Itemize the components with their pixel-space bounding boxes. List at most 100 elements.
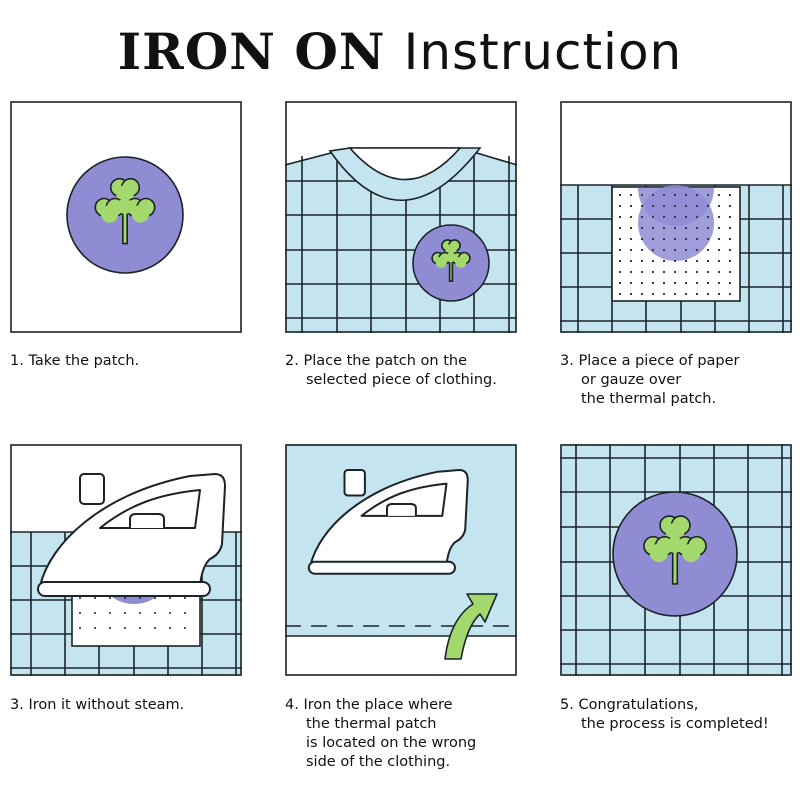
- paper-dot: [184, 627, 186, 629]
- paper-dot: [685, 249, 687, 251]
- paper-dot: [630, 216, 632, 218]
- paper-dot: [109, 612, 111, 614]
- leaf-fill: [116, 185, 134, 203]
- paper-dot: [619, 194, 621, 196]
- paper-dot: [94, 627, 96, 629]
- paper-dot: [685, 271, 687, 273]
- caption-line: 1. Take the patch.: [10, 353, 140, 369]
- step-1-illustration: [10, 101, 242, 333]
- paper-dot: [184, 597, 186, 599]
- paper-dot: [619, 282, 621, 284]
- paper-dot: [652, 194, 654, 196]
- leaf-fill: [435, 256, 447, 268]
- iron-soleplate: [37, 581, 211, 597]
- paper-dot: [94, 597, 96, 599]
- paper-dot: [707, 293, 709, 295]
- paper-dot: [154, 627, 156, 629]
- caption-line: or gauze over: [581, 372, 682, 388]
- paper-dot: [696, 227, 698, 229]
- paper-dot: [718, 205, 720, 207]
- panel-border: [560, 101, 792, 333]
- paper-dot: [696, 194, 698, 196]
- step-4-illustration: [10, 444, 242, 676]
- paper-dot: [718, 260, 720, 262]
- paper-dot: [674, 260, 676, 262]
- paper-dot: [674, 271, 676, 273]
- clover-center: [117, 198, 133, 214]
- paper-dot: [139, 612, 141, 614]
- paper-dot: [630, 249, 632, 251]
- paper-dot: [619, 238, 621, 240]
- paper-dot: [619, 227, 621, 229]
- paper-dot: [94, 612, 96, 614]
- paper-dot: [729, 216, 731, 218]
- paper-dot: [685, 194, 687, 196]
- paper-dot: [630, 282, 632, 284]
- paper-dot: [641, 194, 643, 196]
- paper-dot: [652, 293, 654, 295]
- step-6-caption: 5. Congratulations, the process is comple…: [560, 696, 769, 734]
- paper-dot: [707, 260, 709, 262]
- paper-dot: [641, 271, 643, 273]
- paper-dot: [663, 282, 665, 284]
- leaf-fill: [649, 543, 669, 563]
- paper-dot: [630, 260, 632, 262]
- caption-line: is located on the wrong: [306, 735, 477, 751]
- turn-over-arrow-icon: [444, 593, 498, 660]
- paper-dot: [641, 293, 643, 295]
- paper-dot: [124, 597, 126, 599]
- paper-dot: [652, 249, 654, 251]
- paper-dot: [630, 293, 632, 295]
- paper-dot: [663, 227, 665, 229]
- paper-dot: [707, 271, 709, 273]
- iron-handle-window: [99, 489, 201, 529]
- paper-dot: [685, 260, 687, 262]
- caption-line: the process is completed!: [581, 716, 769, 732]
- paper-dot: [685, 238, 687, 240]
- paper-dot: [729, 227, 731, 229]
- paper-dot: [652, 227, 654, 229]
- caption-line: the thermal patch: [306, 716, 437, 732]
- paper-dot: [139, 597, 141, 599]
- paper-dot: [696, 282, 698, 284]
- patch-under-paper: [638, 185, 714, 261]
- paper-dot: [729, 205, 731, 207]
- paper-dot: [718, 293, 720, 295]
- caption-line: 5. Congratulations,: [560, 697, 699, 713]
- paper-dot: [619, 216, 621, 218]
- iron-soleplate: [307, 560, 457, 575]
- paper-dot: [79, 612, 81, 614]
- leaf-fill: [100, 205, 119, 223]
- paper-dot: [630, 194, 632, 196]
- paper-dot: [674, 249, 676, 251]
- paper-dot: [124, 627, 126, 629]
- paper-dot: [718, 282, 720, 284]
- paper-dot: [652, 216, 654, 218]
- paper-dot: [718, 216, 720, 218]
- paper-dot: [707, 282, 709, 284]
- paper-dot: [169, 612, 171, 614]
- paper-dot: [674, 238, 676, 240]
- clover-icon: [643, 515, 707, 585]
- paper-dot: [79, 627, 81, 629]
- paper-dot: [154, 612, 156, 614]
- paper-dot: [718, 271, 720, 273]
- caption-line: 3. Iron it without steam.: [10, 697, 185, 713]
- leaf-fill: [665, 522, 685, 542]
- paper-dot: [696, 238, 698, 240]
- step-6-illustration: [560, 444, 792, 676]
- paper-dot: [707, 227, 709, 229]
- paper-dot: [641, 205, 643, 207]
- step-2-illustration: [285, 101, 517, 333]
- leaf-fill: [681, 543, 701, 563]
- caption-line: selected piece of clothing.: [306, 372, 497, 388]
- paper-dot: [663, 249, 665, 251]
- paper-dot: [674, 194, 676, 196]
- paper-dot: [641, 282, 643, 284]
- paper-dot: [696, 293, 698, 295]
